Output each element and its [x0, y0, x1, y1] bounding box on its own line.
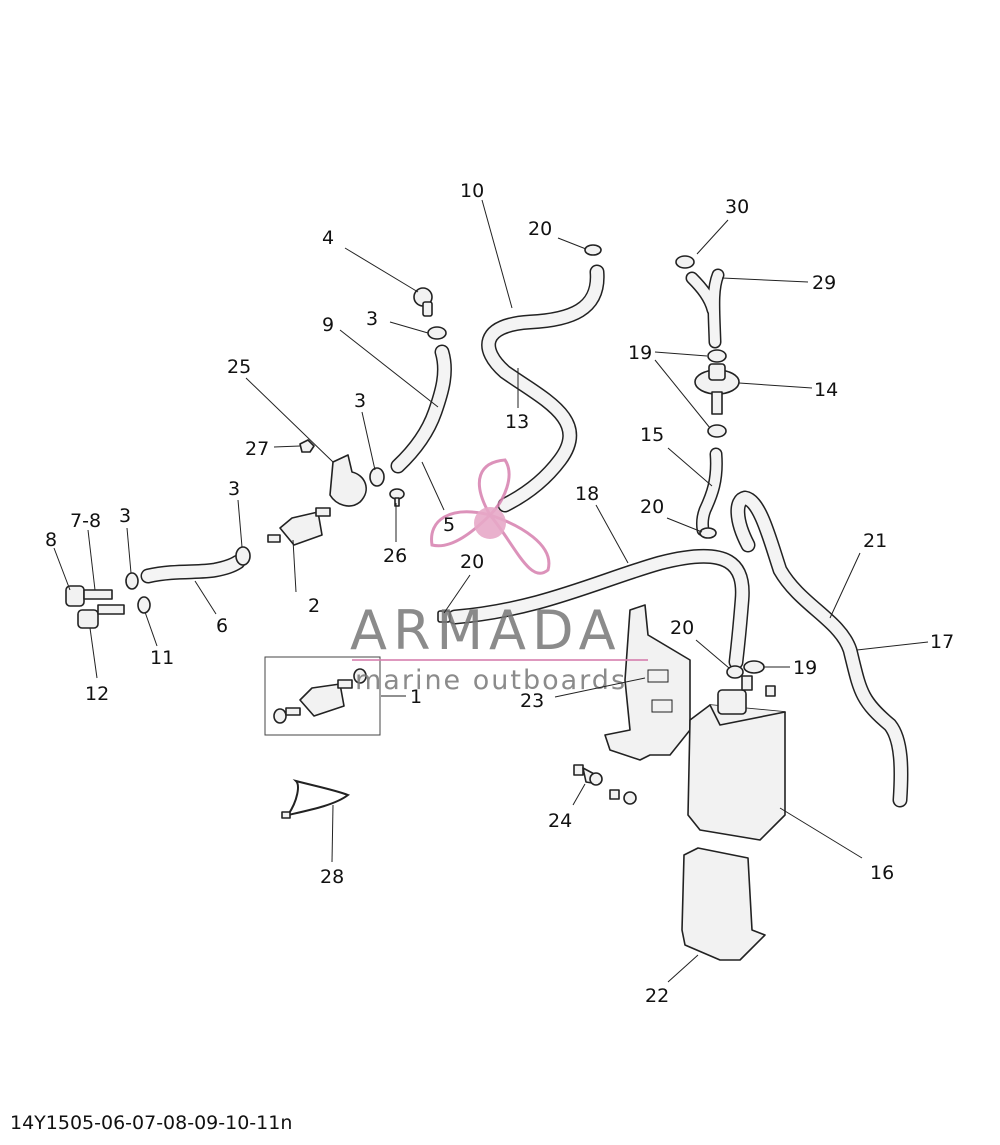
callout-25: 25 [227, 356, 251, 378]
callout-19-top: 19 [628, 342, 652, 364]
callout-15: 15 [640, 424, 664, 446]
part-clamps-3 [125, 326, 447, 590]
callout-18: 18 [575, 483, 599, 505]
part-canister-16 [687, 675, 786, 841]
callout-9: 9 [322, 314, 334, 336]
callout-19-low: 19 [793, 657, 817, 679]
callout-3-mid: 3 [354, 390, 366, 412]
callout-12: 12 [85, 683, 109, 705]
callout-24: 24 [548, 810, 572, 832]
callout-23: 23 [520, 690, 544, 712]
callout-1: 1 [410, 686, 422, 708]
callout-20-mid: 20 [640, 496, 664, 518]
callout-14: 14 [814, 379, 838, 401]
part-connector-8 [65, 585, 113, 607]
callout-20-top: 20 [528, 218, 552, 240]
callout-3-top: 3 [366, 308, 378, 330]
part-fitting-4 [413, 287, 433, 317]
part-clamp-30 [675, 255, 695, 269]
watermark-tagline: marine outboards [355, 665, 627, 696]
watermark-brand: ARMADA [350, 599, 622, 662]
callout-7-8: 7-8 [70, 510, 101, 532]
callout-3-left: 3 [228, 478, 240, 500]
callouts: 10 20 30 29 4 3 9 13 19 14 25 27 3 15 3 … [45, 180, 954, 1007]
callout-4: 4 [322, 227, 334, 249]
callout-30: 30 [725, 196, 749, 218]
part-bolts-24 [573, 764, 637, 805]
part-shield-22 [681, 847, 766, 961]
callout-5: 5 [443, 514, 455, 536]
part-hose-29 [685, 268, 725, 349]
callout-16: 16 [870, 862, 894, 884]
callout-13: 13 [505, 411, 529, 433]
part-clamp-19-lower [743, 660, 765, 674]
callout-11: 11 [150, 647, 174, 669]
callout-2: 2 [308, 595, 320, 617]
drawing-code: 14Y1505-06-07-08-09-10-11n [10, 1112, 293, 1134]
part-pipe-21 [730, 490, 909, 808]
callout-29: 29 [812, 272, 836, 294]
part-screw-26 [389, 488, 405, 507]
callout-6: 6 [216, 615, 228, 637]
part-filter-2 [267, 507, 331, 546]
part-strap-28 [281, 779, 351, 819]
leader-lines [53, 199, 929, 983]
part-hose-15 [695, 447, 723, 537]
callout-17: 17 [930, 631, 954, 653]
part-hose-9 [390, 344, 452, 474]
callout-3-far: 3 [119, 505, 131, 527]
part-valve-14 [694, 363, 740, 415]
part-bracket-23 [604, 604, 691, 761]
callout-10: 10 [460, 180, 484, 202]
callout-20-left: 20 [460, 551, 484, 573]
part-nut-27 [299, 439, 315, 453]
part-clamps-20 [437, 244, 744, 679]
part-clamp-11 [137, 596, 151, 614]
part-clamp-19-top [707, 349, 727, 438]
part-hose-10 [481, 264, 605, 513]
callout-27: 27 [245, 438, 269, 460]
part-bracket-25 [329, 454, 367, 507]
watermark: ARMADA marine outboards [350, 458, 648, 696]
callout-8: 8 [45, 529, 57, 551]
callout-22: 22 [645, 985, 669, 1007]
propeller-logo-icon [430, 458, 551, 575]
part-hose-18 [447, 548, 750, 670]
callout-20-low: 20 [670, 617, 694, 639]
callout-26: 26 [383, 545, 407, 567]
callout-28: 28 [320, 866, 344, 888]
part-filter-kit-1 [264, 656, 381, 736]
callout-21: 21 [863, 530, 887, 552]
part-hose-6 [140, 554, 246, 584]
part-connector-12 [77, 604, 125, 629]
